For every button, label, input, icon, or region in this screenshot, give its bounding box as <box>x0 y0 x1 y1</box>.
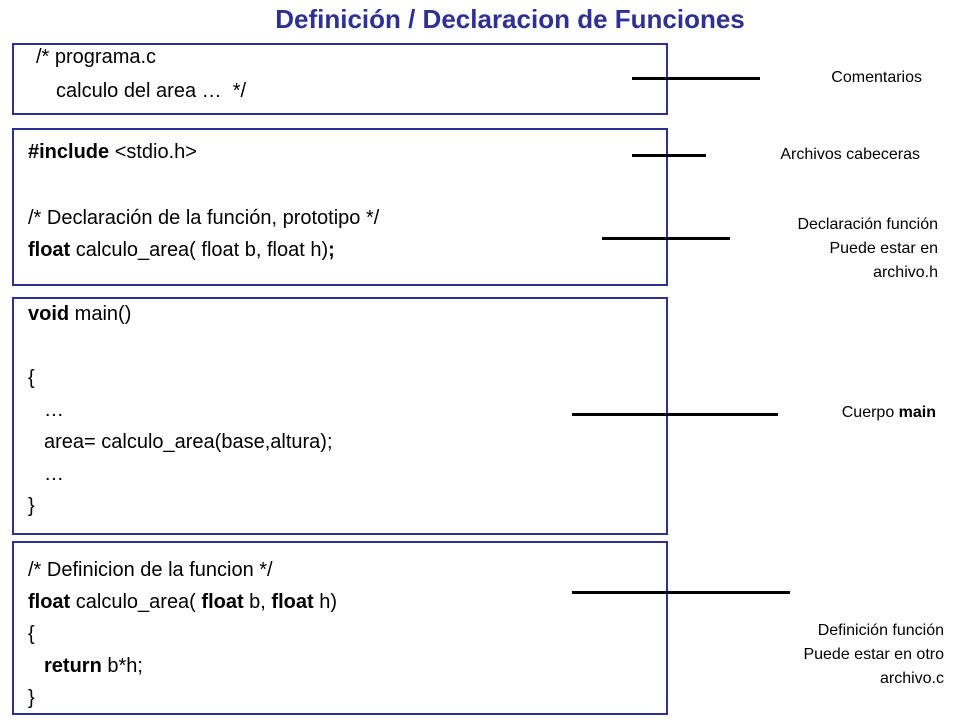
label-definicion-line-1: Definición función <box>817 622 944 639</box>
main-close-brace: } <box>28 495 35 517</box>
main-name: main() <box>69 303 132 325</box>
include-line: #include <stdio.h> <box>28 140 197 164</box>
definition-param-2: h) <box>313 591 337 613</box>
include-keyword: #include <box>28 141 110 163</box>
prototype-comment: /* Declaración de la función, prototipo … <box>28 207 380 229</box>
label-definicion: Definición función Puede estar en otro a… <box>803 619 944 691</box>
label-definicion-line-2: Puede estar en otro <box>803 646 944 663</box>
comment-line-1: /* programa.c <box>36 46 157 68</box>
prototype-semicolon: ; <box>328 239 335 261</box>
include-header: <stdio.h> <box>109 141 197 163</box>
definition-close-brace: } <box>28 687 35 709</box>
label-declaracion-line-1: Declaración función <box>797 216 938 233</box>
cabeceras-connector <box>632 154 706 157</box>
label-declaracion-line-3: archivo.h <box>873 264 938 281</box>
main-ellipsis-2: … <box>44 463 64 485</box>
prototype-return-type: float <box>28 239 71 261</box>
main-body-box <box>12 297 668 535</box>
comentarios-connector <box>632 77 760 80</box>
label-cabeceras: Archivos cabeceras <box>780 146 920 163</box>
definition-return-line: return b*h; <box>44 654 143 678</box>
prototype-signature: calculo_area( float b, float h) <box>70 239 329 261</box>
label-cuerpo-text: Cuerpo <box>841 404 899 421</box>
return-keyword: return <box>44 655 102 677</box>
label-definicion-line-3: archivo.c <box>879 670 944 687</box>
prototype-line: float calculo_area( float b, float h); <box>28 238 335 262</box>
return-expression: b*h; <box>101 655 143 677</box>
label-cuerpo-main: main <box>898 404 936 421</box>
main-open-brace: { <box>28 367 35 389</box>
main-ellipsis-1: … <box>44 399 64 421</box>
comment-line-2: calculo del area … */ <box>56 80 247 102</box>
cuerpo-connector <box>572 413 778 416</box>
comment-box <box>12 43 668 115</box>
definition-box <box>12 541 668 715</box>
definition-signature: float calculo_area( float b, float h) <box>28 590 337 614</box>
definition-open-brace: { <box>28 623 35 645</box>
declaration-box <box>12 128 668 286</box>
definition-param-1: b, <box>243 591 272 613</box>
slide-title: Definición / Declaracion de Funciones <box>275 4 745 34</box>
definition-return-type: float <box>28 591 71 613</box>
label-declaracion: Declaración función Puede estar en archi… <box>797 213 938 285</box>
label-comentarios: Comentarios <box>831 69 922 86</box>
declaracion-connector <box>602 237 730 240</box>
main-call-line: area= calculo_area(base,altura); <box>44 431 333 453</box>
definition-param-type-2: float <box>271 591 314 613</box>
definicion-connector <box>572 591 790 594</box>
main-return-type: void <box>28 303 70 325</box>
definition-name: calculo_area( <box>70 591 202 613</box>
label-cuerpo: Cuerpo main <box>842 401 936 425</box>
main-signature: void main() <box>28 302 131 326</box>
definition-comment: /* Definicion de la funcion */ <box>28 559 273 581</box>
label-declaracion-line-2: Puede estar en <box>829 240 938 257</box>
definition-param-type-1: float <box>201 591 244 613</box>
